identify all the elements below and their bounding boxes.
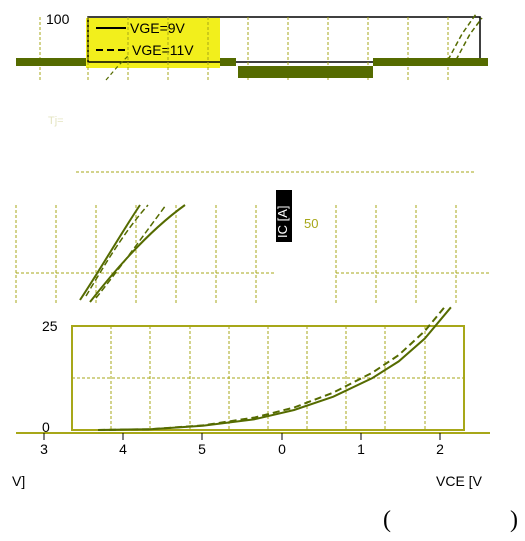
band-segment-mid (238, 66, 373, 78)
open-paren: ( (383, 507, 391, 533)
x-tick-label: 0 (278, 441, 286, 457)
x-tick-label: 2 (436, 441, 444, 457)
x-tick-label: 5 (198, 441, 206, 457)
x-tick-label: 4 (119, 441, 127, 457)
legend-entry-dashed: VGE=11V (96, 42, 194, 58)
series-line-dashed (98, 306, 446, 431)
top-right-curve-fragment-1 (447, 13, 477, 61)
lower-grid (72, 326, 464, 430)
xlabel-right: VCE [V (436, 473, 483, 489)
legend-highlight (86, 18, 220, 68)
ylabel-block (276, 190, 292, 242)
xlabel-left: V] (12, 473, 25, 489)
y-tick-label: 0 (42, 419, 50, 435)
x-tick-label: 3 (40, 441, 48, 457)
x-ticks: 3 4 5 0 1 2 (40, 433, 444, 457)
x-tick-label: 1 (357, 441, 365, 457)
mid-tick-label: 50 (304, 216, 318, 231)
band-segment-left (16, 58, 86, 66)
top-right-curve-fragment-2 (455, 17, 483, 61)
close-paren: ) (510, 507, 518, 533)
middle-curves (79, 204, 186, 303)
legend-dashed-label: VGE=11V (132, 42, 194, 58)
middle-curve-dashed-2 (95, 204, 167, 299)
middle-curve-solid-1 (79, 204, 141, 301)
legend-entry-solid: VGE=9V (96, 20, 186, 36)
ylabel-fragment: IC [A] (275, 190, 292, 242)
band-segment-right (373, 58, 488, 66)
lower-y-ticks: 25 0 (42, 318, 58, 435)
middle-grid (15, 205, 490, 305)
middle-curve-solid-2 (89, 204, 186, 303)
y-tick-label: 25 (42, 318, 58, 334)
top-left-tick: 100 (46, 11, 70, 27)
band-segment-mid-left (220, 58, 236, 66)
lower-series (98, 306, 452, 431)
band (16, 58, 488, 78)
middle-curve-dashed-1 (85, 204, 149, 297)
legend-solid-label: VGE=9V (130, 20, 186, 36)
ylabel-text: IC [A] (275, 205, 290, 238)
faint-mark: Tj= (48, 115, 64, 127)
